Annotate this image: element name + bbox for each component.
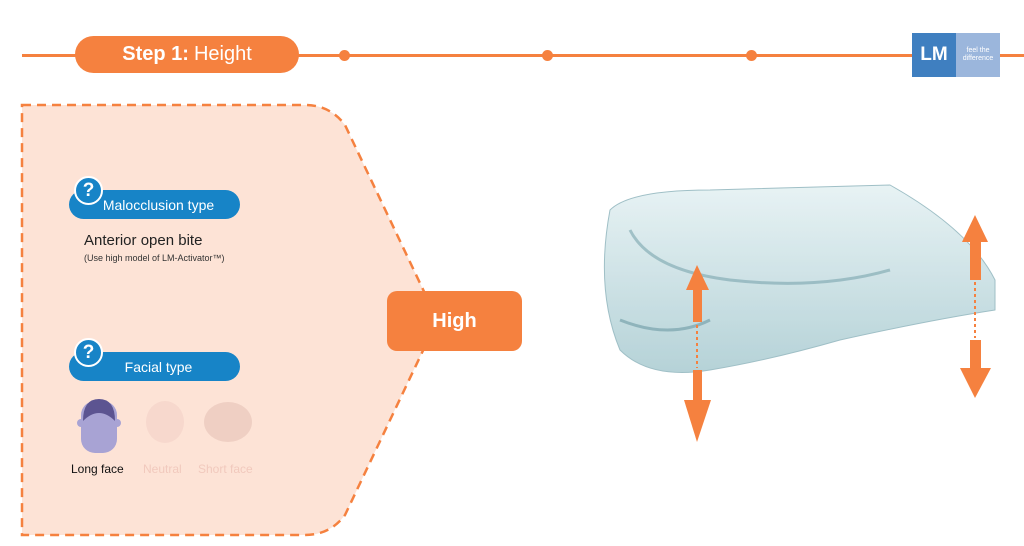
step-3-dot[interactable]	[542, 50, 553, 61]
neutral-option[interactable]: Neutral	[143, 462, 182, 476]
neutral-face-icon[interactable]	[142, 398, 188, 446]
short-face-icon[interactable]	[202, 400, 254, 444]
step-4-dot[interactable]	[746, 50, 757, 61]
activator-appliance-image	[603, 184, 996, 442]
malocclusion-note: (Use high model of LM-Activator™)	[84, 253, 225, 263]
malocclusion-label-text: Malocclusion type	[102, 196, 215, 213]
short-face-option[interactable]: Short face	[198, 462, 253, 476]
result-high-badge: High	[387, 291, 522, 351]
step-title: Height	[193, 43, 252, 65]
logo-tagline: feel the difference	[956, 33, 1000, 77]
help-icon[interactable]: ?	[74, 176, 103, 205]
height-arrows-icon	[684, 215, 991, 442]
progress-line	[22, 54, 1024, 57]
step-2-dot[interactable]	[339, 50, 350, 61]
logo-mark: LM	[912, 33, 956, 77]
step-1-pill[interactable]: Step 1:Height	[75, 36, 299, 73]
facial-label-text: Facial type	[124, 358, 193, 375]
step-number: Step 1:	[122, 43, 189, 65]
malocclusion-value: Anterior open bite	[84, 232, 203, 249]
long-face-option[interactable]: Long face	[71, 462, 124, 476]
help-icon[interactable]: ?	[74, 338, 103, 367]
long-face-icon[interactable]	[75, 393, 125, 455]
